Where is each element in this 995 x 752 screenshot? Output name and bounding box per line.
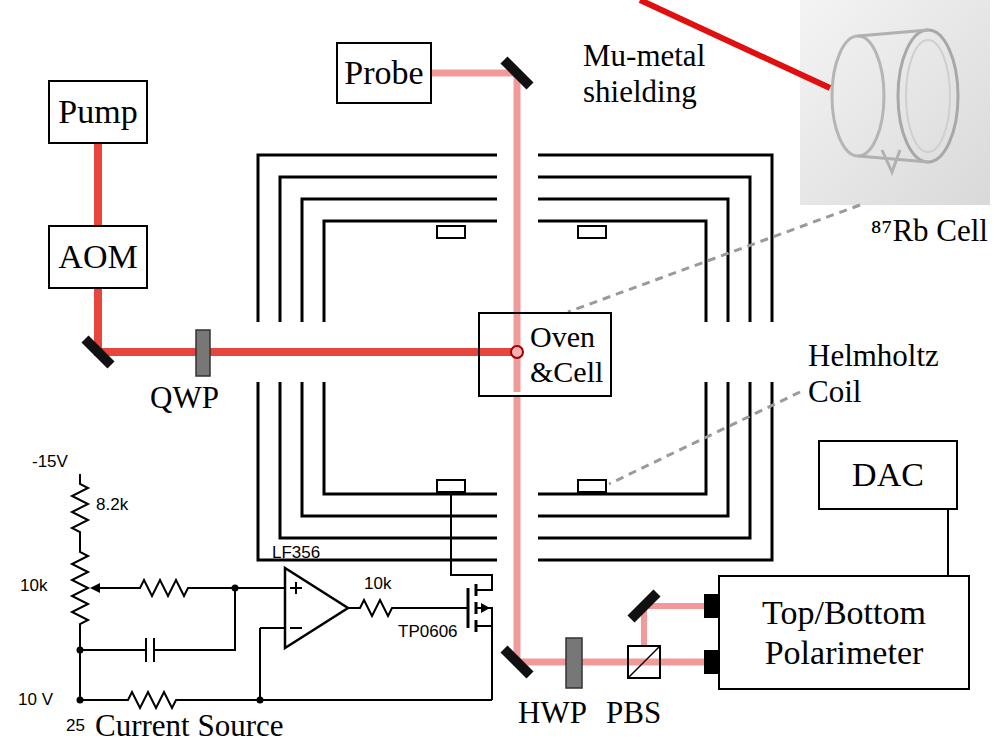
- junction-dot: [77, 647, 84, 654]
- box-label: DAC: [852, 455, 924, 494]
- mirror: [504, 60, 530, 86]
- laser-box: Probe: [336, 42, 432, 104]
- resistor-value: 10k: [20, 576, 47, 596]
- voltage-label: 10 V: [18, 690, 53, 710]
- probe-beam: [644, 606, 704, 646]
- leader-line: [609, 392, 800, 484]
- part-label: Mu-metal shielding: [583, 38, 733, 109]
- junction-dot: [257, 697, 264, 704]
- coil-block: [437, 480, 465, 492]
- photo-caption: ⁸⁷Rb Cell: [871, 213, 988, 249]
- half-wave-plate: [566, 638, 582, 688]
- resistor-value: 8.2k: [96, 495, 128, 515]
- coil-block: [578, 226, 606, 238]
- coil-block: [578, 480, 606, 492]
- current-source-circuit: [72, 474, 492, 708]
- glass-face: [832, 36, 884, 156]
- cell-photo: [800, 0, 990, 205]
- capacitor-symbol: [80, 588, 235, 662]
- wire: [451, 492, 492, 590]
- glass-face: [898, 30, 958, 162]
- beam-splitter: [628, 646, 660, 678]
- photodetector: [704, 594, 718, 618]
- pump-beam: [98, 289, 478, 352]
- vapor-cell: [511, 346, 523, 358]
- leader-line: [568, 205, 860, 312]
- modulator-box: AOM: [48, 225, 148, 289]
- quarter-wave-plate: [196, 330, 210, 376]
- glass-stem: [882, 150, 900, 172]
- circuit-title: Current Source: [95, 708, 284, 744]
- junction-dot: [232, 585, 239, 592]
- glass-face: [906, 40, 950, 152]
- part-number: LF356: [272, 543, 320, 563]
- mirror: [504, 649, 530, 675]
- part-label: PBS: [606, 695, 661, 731]
- mirror: [85, 60, 657, 675]
- part-label: Helmholtz Coil: [808, 338, 973, 409]
- helmholtz-coil: [437, 226, 606, 492]
- box-label: Top/Bottom Polarimeter: [726, 593, 962, 671]
- opamp-symbol: [285, 568, 348, 648]
- photo-ground: [800, 0, 990, 205]
- resistor-symbol: [132, 580, 285, 596]
- polarimeter-box: Top/Bottom Polarimeter: [718, 575, 970, 690]
- probe-beam: [432, 73, 517, 312]
- box-label: Pump: [58, 92, 137, 131]
- mirror: [85, 339, 111, 365]
- wire: [260, 628, 285, 700]
- resistor-value: 25: [66, 716, 85, 736]
- wiper-arrow: [90, 583, 100, 593]
- daq-box: DAC: [818, 440, 958, 510]
- resistor-value: 10k: [364, 574, 391, 594]
- oven-box: Oven &Cell: [478, 312, 612, 397]
- pump-beam: [94, 144, 102, 225]
- beam-splitter: [628, 646, 660, 678]
- box-label: AOM: [58, 237, 137, 276]
- mosfet-gate: [467, 588, 470, 628]
- junction-dot: [77, 697, 84, 704]
- box-label: Probe: [344, 53, 423, 92]
- resistor-symbol: [80, 692, 492, 708]
- signal-wire: [947, 510, 949, 575]
- probe-beam: [517, 397, 718, 662]
- pump-beam: [478, 348, 512, 356]
- opamp-input-sign: [290, 582, 302, 628]
- coil-block: [437, 226, 465, 238]
- photo-frame: ⁸⁷Rb Cell: [800, 0, 990, 205]
- resistor-symbol: [72, 474, 88, 545]
- part-label: QWP: [150, 380, 219, 416]
- box-label: Oven &Cell: [530, 320, 603, 389]
- voltage-label: -15V: [32, 452, 68, 472]
- junction-dot: [77, 585, 264, 704]
- wiper-line: [100, 587, 132, 589]
- laser-box: Pump: [48, 80, 148, 144]
- resistor-symbol: [348, 600, 468, 616]
- mosfet-arrow: [481, 603, 490, 613]
- part-number: TP0606: [398, 622, 458, 642]
- wire: [476, 608, 492, 700]
- potentiometer-symbol: [72, 545, 88, 700]
- photodetector: [704, 650, 718, 674]
- beam-splitter: [628, 646, 660, 678]
- part-label: HWP: [518, 695, 587, 731]
- mirror: [631, 593, 657, 619]
- glass-wall: [858, 30, 928, 162]
